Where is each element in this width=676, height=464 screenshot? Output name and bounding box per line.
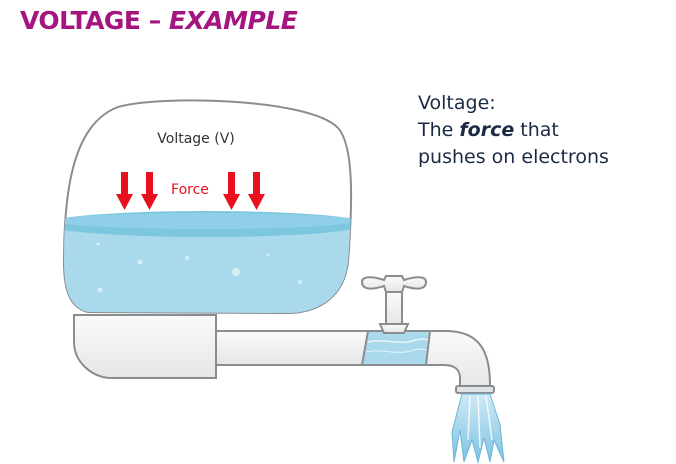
explanation-line-3: pushes on electrons: [418, 146, 609, 168]
explanation-heading: Voltage:: [418, 92, 496, 114]
bubble: [185, 256, 189, 260]
tank-label: Voltage (V): [157, 131, 234, 147]
tank-water: [64, 224, 352, 313]
explanation-emphasis: force: [459, 119, 515, 141]
explanation-suffix: that: [514, 119, 559, 141]
force-arrow: [248, 172, 265, 210]
force-label: Force: [171, 182, 209, 198]
faucet-spout: [424, 330, 491, 389]
bubble: [232, 268, 240, 276]
tank-base: [73, 314, 217, 379]
bubble: [298, 280, 302, 284]
explanation-prefix: The: [418, 119, 460, 141]
voltage-explanation: Voltage: The force that pushes on electr…: [418, 90, 609, 171]
bubble: [266, 253, 270, 257]
pipe: [215, 330, 369, 366]
faucet-handle: [360, 275, 428, 293]
water-stream: [451, 393, 505, 464]
title-main: VOLTAGE –: [20, 6, 169, 35]
explanation-line-2: The force that: [418, 117, 609, 144]
title-emphasis: EXAMPLE: [168, 6, 298, 35]
pipe-window: [360, 330, 434, 366]
slide-title: VOLTAGE – EXAMPLE: [20, 6, 298, 35]
faucet-stem: [385, 291, 403, 325]
spout-rim: [455, 385, 495, 394]
force-arrow: [116, 172, 133, 210]
bubble: [96, 242, 100, 246]
faucet-neck: [378, 323, 410, 334]
force-arrow: [141, 172, 158, 210]
bubble: [97, 287, 103, 293]
bubble: [137, 259, 143, 265]
force-arrow: [223, 172, 240, 210]
